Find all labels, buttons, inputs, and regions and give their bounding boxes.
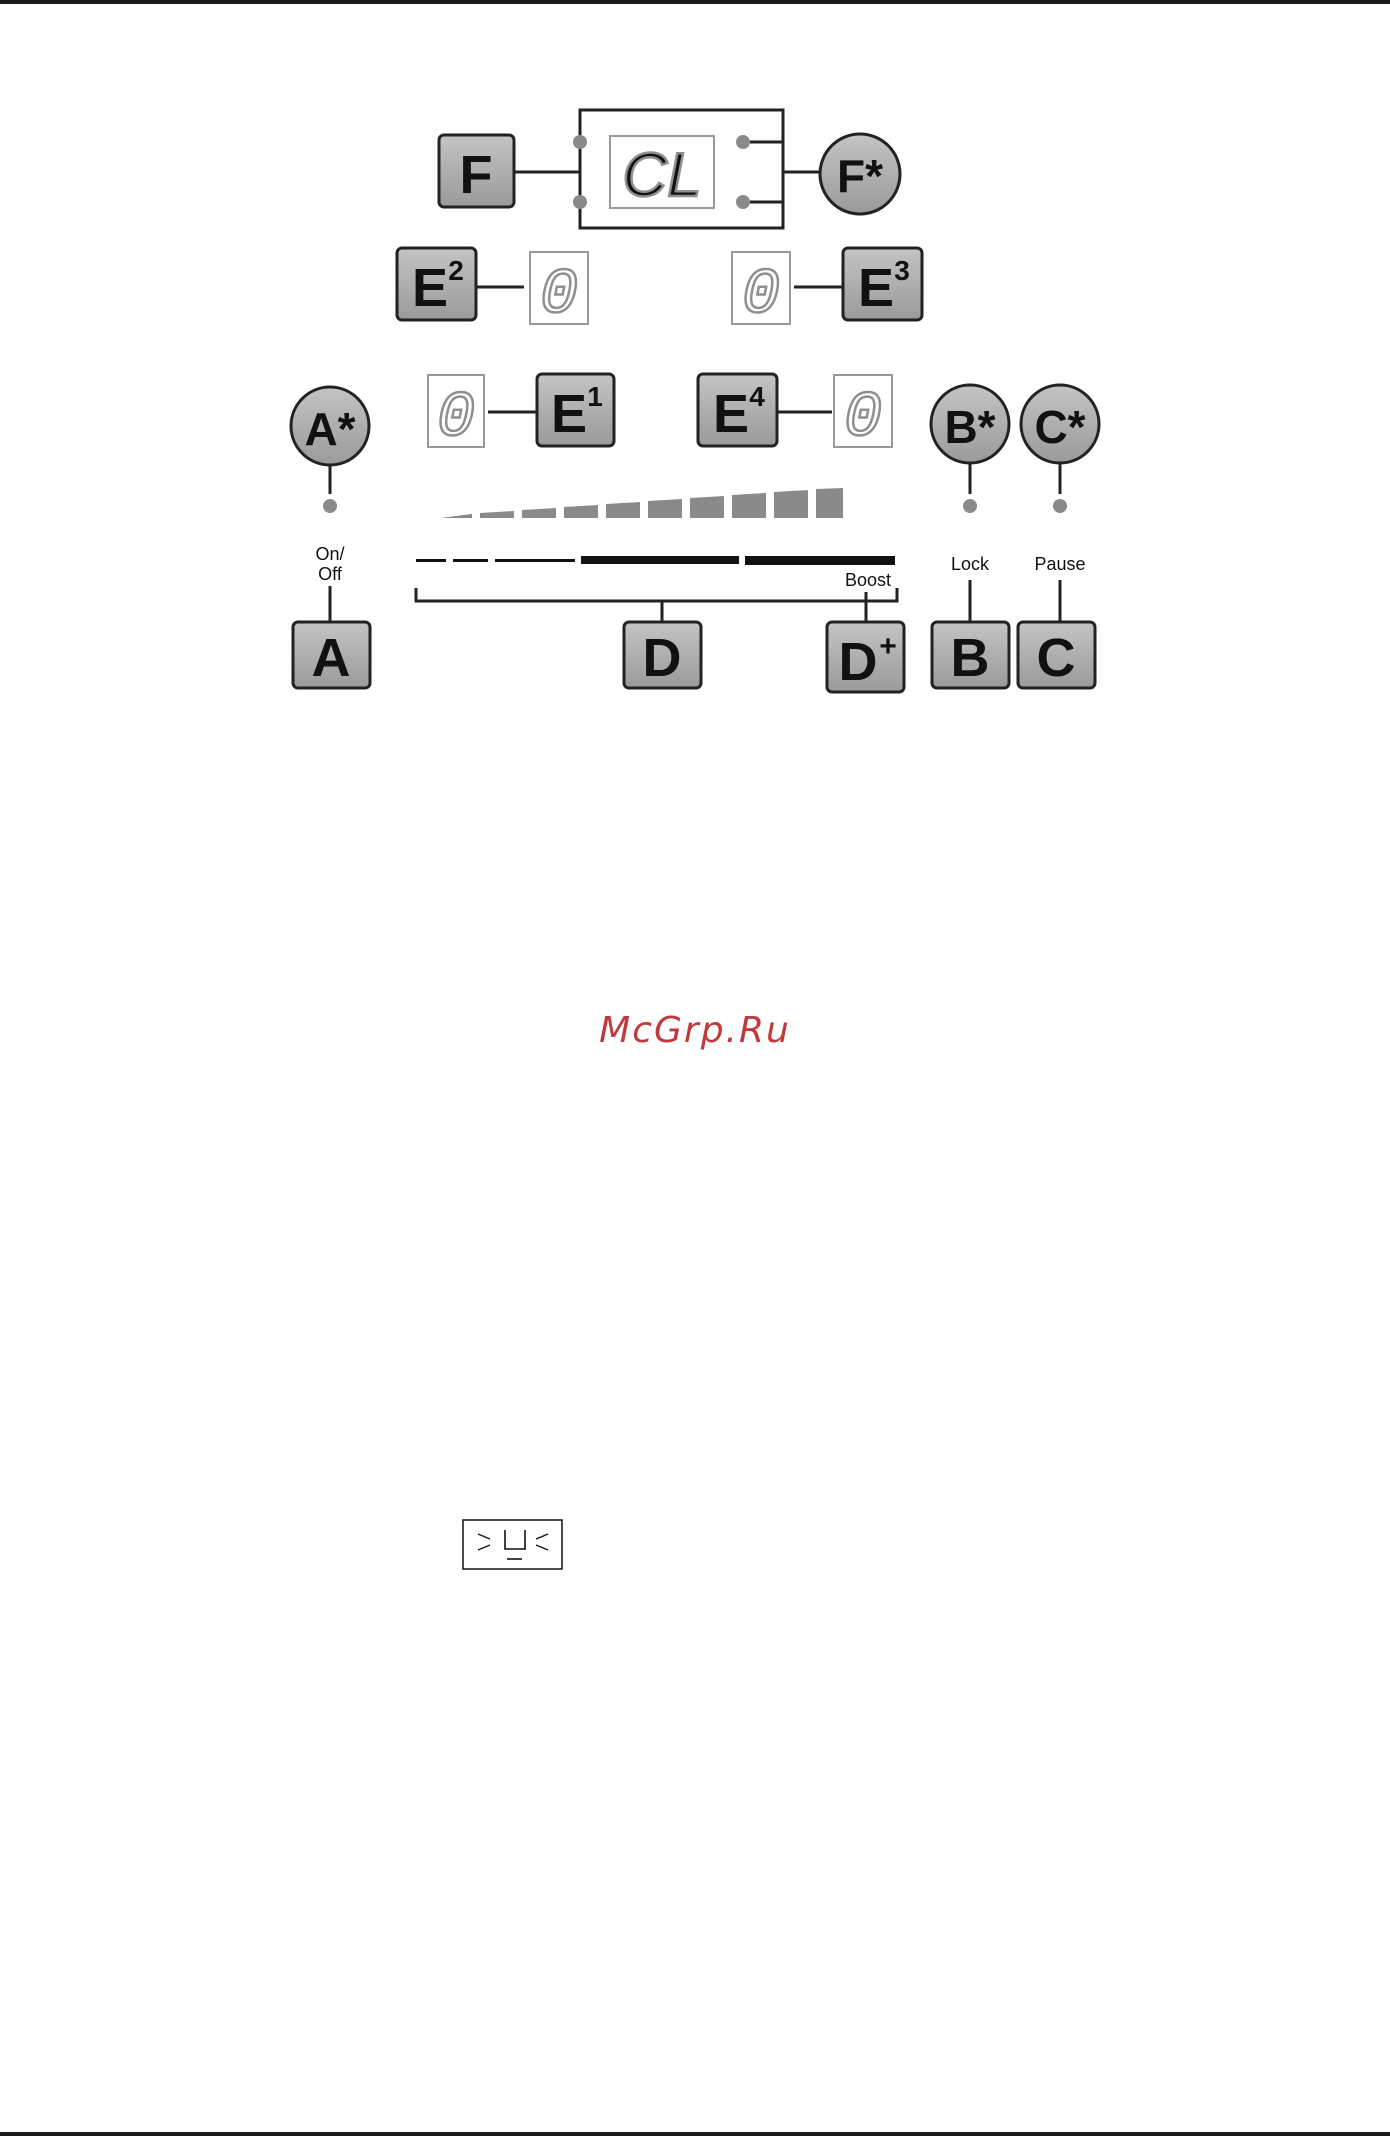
power-level-step-5 bbox=[606, 502, 640, 518]
timer-key-f[interactable]: F bbox=[439, 135, 514, 207]
zone-key-e4-letter: E bbox=[713, 384, 749, 444]
slider-key-d[interactable]: D bbox=[624, 622, 701, 688]
boost-key-d-plus-sup: + bbox=[879, 630, 897, 663]
pause-label: Pause bbox=[1034, 554, 1085, 574]
timer-led-bottom-right bbox=[736, 195, 750, 209]
zone-key-e4[interactable]: E 4 bbox=[698, 374, 777, 446]
indicator-c-star-label: C* bbox=[1034, 401, 1085, 453]
lock-led bbox=[963, 499, 977, 513]
boost-key-d-plus-letter: D bbox=[839, 632, 878, 692]
power-level-step-4 bbox=[564, 505, 598, 518]
timer-indicator-f-star-label: F* bbox=[837, 150, 883, 202]
blinking-u-indicator-icon bbox=[463, 1520, 562, 1569]
lock-key-b-letter: B bbox=[951, 628, 990, 688]
timer-led-top-left bbox=[573, 135, 587, 149]
indicator-a-star-label: A* bbox=[304, 403, 355, 455]
power-level-step-9 bbox=[774, 490, 808, 518]
timer-led-bottom-left bbox=[573, 195, 587, 209]
indicator-c-star: C* bbox=[1021, 385, 1099, 463]
zone-key-e4-sup: 4 bbox=[749, 381, 765, 412]
zone-display-e4-digit: 0 bbox=[844, 383, 882, 455]
zone-key-e2[interactable]: E 2 bbox=[397, 248, 476, 320]
timer-display-text: CL bbox=[622, 141, 701, 210]
pause-key-c-letter: C bbox=[1037, 628, 1076, 688]
power-level-step-8 bbox=[732, 493, 766, 518]
indicator-a-star: A* bbox=[291, 387, 369, 465]
slider-bracket bbox=[416, 588, 897, 624]
zone-key-e2-sup: 2 bbox=[448, 255, 464, 286]
slider-key-d-letter: D bbox=[643, 628, 682, 688]
zone-key-e3-letter: E bbox=[858, 258, 894, 318]
lock-key-b[interactable]: B bbox=[932, 622, 1009, 688]
zone-key-e1-sup: 1 bbox=[587, 381, 603, 412]
indicator-b-star-label: B* bbox=[944, 401, 995, 453]
timer-key-f-letter: F bbox=[460, 145, 493, 205]
power-slider[interactable] bbox=[416, 556, 895, 565]
watermark: McGrp.Ru bbox=[0, 1010, 1390, 1051]
pause-key-c[interactable]: C bbox=[1018, 622, 1095, 688]
power-level-step-3 bbox=[522, 508, 556, 518]
timer-indicator-f-star: F* bbox=[820, 134, 900, 214]
on-off-label-line2: Off bbox=[318, 564, 343, 584]
power-level-step-2 bbox=[480, 511, 514, 518]
boost-key-d-plus[interactable]: D + bbox=[827, 622, 904, 692]
zone-display-e2-digit: 0 bbox=[540, 260, 578, 332]
timer-led-top-right bbox=[736, 135, 750, 149]
zone-display-e3-digit: 0 bbox=[742, 260, 780, 332]
timer-display: CL bbox=[610, 136, 714, 210]
zone-key-e3-sup: 3 bbox=[894, 255, 910, 286]
zone-display-e2: 0 bbox=[530, 252, 588, 332]
zone-display-e3: 0 bbox=[732, 252, 790, 332]
power-level-step-7 bbox=[690, 496, 724, 518]
lock-label: Lock bbox=[951, 554, 990, 574]
zone-key-e2-letter: E bbox=[412, 258, 448, 318]
zone-key-e1-letter: E bbox=[551, 384, 587, 444]
zone-key-e3[interactable]: E 3 bbox=[843, 248, 922, 320]
boost-label: Boost bbox=[845, 570, 891, 590]
on-off-key-a[interactable]: A bbox=[293, 622, 370, 688]
zone-display-e1: 0 bbox=[428, 375, 484, 455]
zone-key-e1[interactable]: E 1 bbox=[537, 374, 614, 446]
on-off-led bbox=[323, 499, 337, 513]
zone-display-e4: 0 bbox=[834, 375, 892, 455]
power-level-ramp bbox=[440, 488, 843, 518]
power-level-step-10 bbox=[816, 488, 843, 518]
pause-led bbox=[1053, 499, 1067, 513]
zone-display-e1-digit: 0 bbox=[437, 383, 475, 455]
on-off-key-a-letter: A bbox=[312, 628, 351, 688]
power-level-step-1 bbox=[440, 514, 472, 518]
on-off-label-line1: On/ bbox=[315, 544, 344, 564]
power-level-step-6 bbox=[648, 499, 682, 518]
indicator-b-star: B* bbox=[931, 385, 1009, 463]
